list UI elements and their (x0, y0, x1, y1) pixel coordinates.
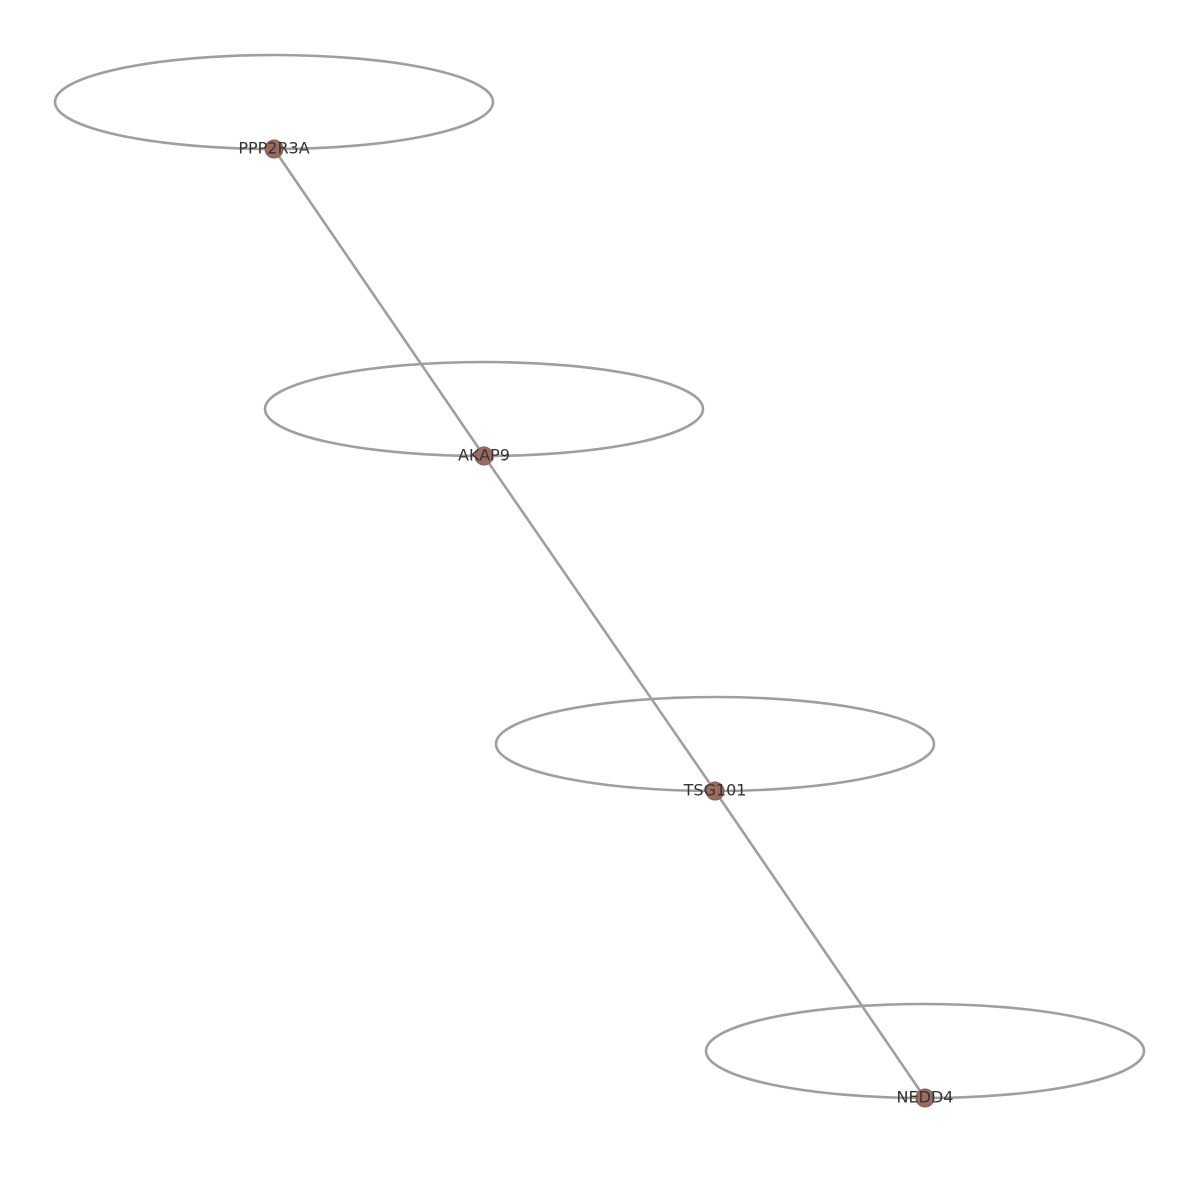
self-loop-edge-akap9 (263, 360, 705, 458)
self-loop-edge-nedd4 (704, 1002, 1146, 1100)
edge-tsg101-nedd4 (713, 790, 927, 1099)
node-label-ppp2r3a: PPP2R3A (238, 139, 309, 158)
nodes-layer (264, 139, 935, 1108)
edges-layer (53, 53, 1146, 1100)
node-ppp2r3a[interactable] (264, 139, 284, 159)
node-label-tsg101: TSG101 (683, 781, 747, 800)
edge-akap9-tsg101 (482, 455, 717, 792)
node-nedd4[interactable] (915, 1088, 935, 1108)
node-akap9[interactable] (474, 446, 494, 466)
edge-ppp2r3a-akap9 (272, 148, 486, 457)
node-label-akap9: AKAP9 (458, 446, 510, 465)
node-label-nedd4: NEDD4 (897, 1088, 954, 1107)
self-loop-edge-tsg101 (494, 695, 936, 793)
node-tsg101[interactable] (705, 781, 725, 801)
self-loop-edge-ppp2r3a (53, 53, 495, 151)
